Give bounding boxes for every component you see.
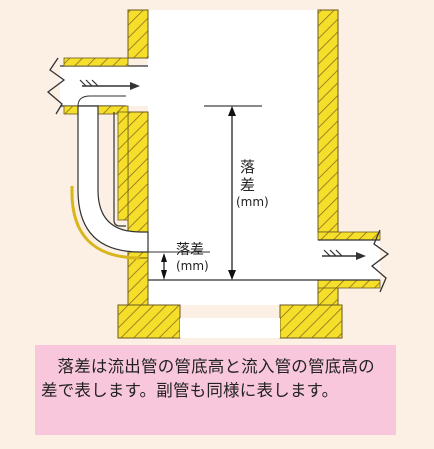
flow-arrow-outflow — [322, 249, 366, 260]
small-drop-label: 落差 — [176, 242, 204, 258]
small-drop-dimension — [161, 253, 167, 280]
small-drop-unit: (mm) — [176, 259, 209, 273]
base-block-left — [117, 304, 181, 339]
left-wall-lower — [127, 257, 149, 306]
pipe-break-left — [46, 57, 66, 115]
manhole-interior — [148, 10, 318, 305]
caption-text: 落差は流出管の管底高と流入管の管底高の差で表します。副管も同様に表します。 — [35, 345, 396, 435]
left-wall-upper — [127, 9, 149, 59]
outflow-pipe — [318, 240, 380, 280]
main-drop-label-char2: 差 — [240, 176, 255, 194]
pipe-break-right — [370, 229, 390, 293]
main-drop-dimension — [204, 105, 262, 280]
base-gap — [180, 318, 280, 338]
base-block-right — [279, 304, 343, 339]
main-drop-label-char1: 落 — [240, 158, 255, 176]
flow-arrow-inflow — [79, 79, 140, 90]
main-drop-unit: (mm) — [236, 195, 269, 209]
right-wall-upper — [317, 9, 339, 233]
